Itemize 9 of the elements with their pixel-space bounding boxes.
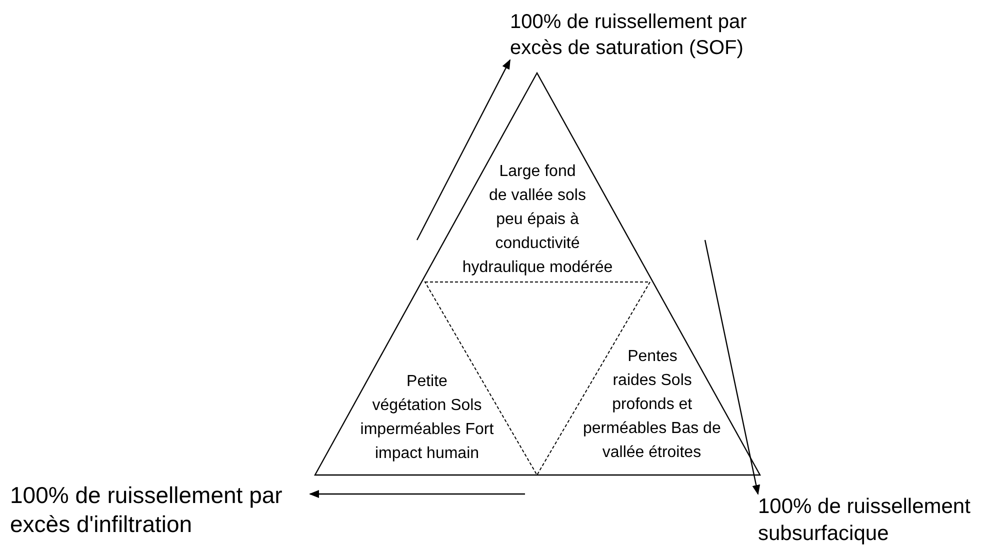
region-text: Large fond de vallée sols peu épais à conductivité hydraulique modérée	[462, 163, 613, 276]
corner-label: 100% de ruissellement par excès d'infiltration	[10, 482, 282, 537]
corner-label: 100% de ruissellement subsurfacique	[758, 495, 970, 545]
corner-label: 100% de ruissellement par excès de saturation (SOF)	[510, 11, 747, 59]
arrow	[416, 59, 511, 240]
arrow	[704, 240, 760, 495]
region-text: Pentes raides Sols profonds et perméables Bas de vallée étroites	[582, 348, 721, 461]
arrow	[309, 490, 525, 498]
region-text: Petite végétation Sols imperméables Fort impact humain	[360, 373, 494, 462]
